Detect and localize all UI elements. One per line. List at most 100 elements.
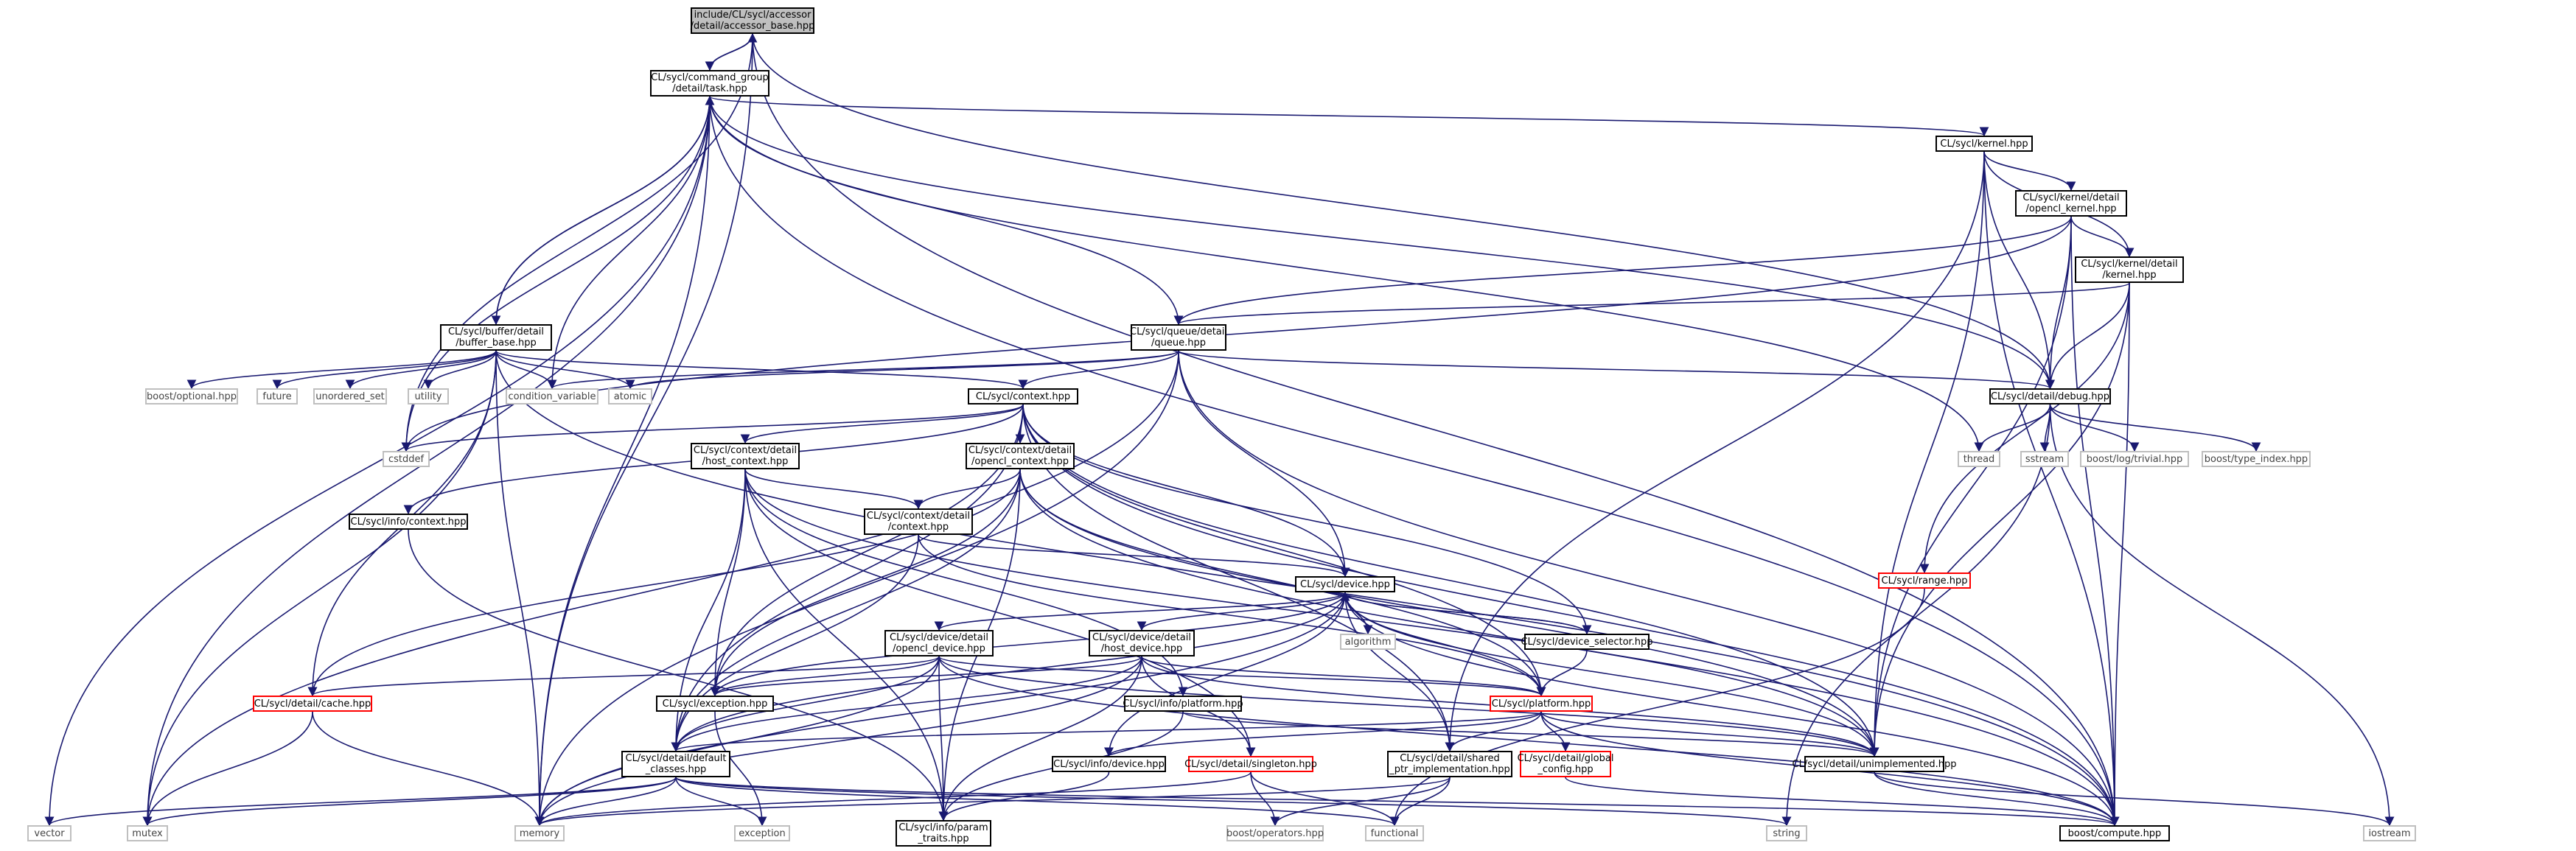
edge-opencl_context-to-cache xyxy=(307,469,1021,697)
edge-host_device-to-platform xyxy=(1141,656,1546,697)
node-info-device[interactable]: CL/sycl/info/device.hpp xyxy=(1052,756,1166,772)
edge-host_context-to-param_traits xyxy=(744,469,949,822)
node-mutex[interactable]: mutex xyxy=(127,825,168,841)
node-boost-operators[interactable]: boost/operators.hpp xyxy=(1226,825,1324,841)
node-iostream[interactable]: iostream xyxy=(2363,825,2416,841)
edge-exception-to-exception_std xyxy=(714,711,767,827)
edge-device_selector-to-platform xyxy=(1536,649,1588,697)
edge-device_selector-to-device xyxy=(1340,591,1588,634)
edge-context_detail-to-default_classes xyxy=(671,534,919,752)
edge-opencl_context-to-exception xyxy=(710,469,1021,697)
edge-task-to-accessor_base xyxy=(709,32,758,71)
edge-debug-to-iostream xyxy=(2049,404,2395,827)
node-kernel[interactable]: CL/sycl/kernel.hpp xyxy=(1936,136,2033,152)
node-opencl-device[interactable]: CL/sycl/device/detail /opencl_device.hpp xyxy=(884,630,994,656)
node-queue[interactable]: CL/sycl/queue/detail /queue.hpp xyxy=(1130,324,1227,351)
node-vector[interactable]: vector xyxy=(27,825,71,841)
node-info-platform[interactable]: CL/sycl/info/platform.hpp xyxy=(1123,696,1243,712)
node-platform[interactable]: CL/sycl/platform.hpp xyxy=(1490,696,1593,712)
edge-shared_ptr-to-functional xyxy=(1389,777,1451,827)
edge-unimplemented-to-iostream xyxy=(1874,771,2395,827)
node-boost-type-index[interactable]: boost/type_index.hpp xyxy=(2202,451,2311,467)
node-debug[interactable]: CL/sycl/detail/debug.hpp xyxy=(1989,388,2111,405)
node-unimplemented[interactable]: CL/sycl/detail/unimplemented.hpp xyxy=(1793,756,1956,772)
edge-task-to-condition_variable xyxy=(547,96,711,390)
edge-context-to-cstddef xyxy=(401,404,1024,452)
edge-device-to-exception xyxy=(710,592,1346,697)
node-atomic[interactable]: atomic xyxy=(608,388,652,405)
node-exception[interactable]: CL/sycl/exception.hpp xyxy=(656,696,774,712)
edge-host_device-to-exception xyxy=(710,656,1142,697)
node-task[interactable]: CL/sycl/command_group /detail/task.hpp xyxy=(650,70,769,97)
node-singleton[interactable]: CL/sycl/detail/singleton.hpp xyxy=(1184,756,1317,772)
node-boost-optional[interactable]: boost/optional.hpp xyxy=(145,388,238,405)
node-buffer-base[interactable]: CL/sycl/buffer/detail /buffer_base.hpp xyxy=(440,324,552,351)
node-range[interactable]: CL/sycl/range.hpp xyxy=(1878,572,1971,589)
node-condition-variable[interactable]: condition_variable xyxy=(506,388,598,405)
node-default-classes[interactable]: CL/sycl/detail/default _classes.hpp xyxy=(621,751,730,777)
edge-queue-to-debug xyxy=(1178,350,2055,390)
edge-debug-to-string xyxy=(1781,404,2051,827)
edge-task-to-kernel xyxy=(709,96,1989,137)
node-cstddef[interactable]: cstddef xyxy=(383,451,430,467)
edge-debug-to-thread xyxy=(1974,404,2051,452)
node-future[interactable]: future xyxy=(256,388,298,405)
node-string[interactable]: string xyxy=(1766,825,1807,841)
node-utility[interactable]: utility xyxy=(408,388,449,405)
node-param-traits[interactable]: CL/sycl/info/param _traits.hpp xyxy=(896,820,991,847)
edge-singleton-to-functional xyxy=(1250,771,1400,827)
edge-task-to-thread xyxy=(709,96,1984,452)
node-memory[interactable]: memory xyxy=(514,825,565,841)
node-sstream[interactable]: sstream xyxy=(2020,451,2069,467)
edge-platform-to-default_classes xyxy=(671,711,1542,752)
edge-default_classes-to-mutex xyxy=(142,777,677,827)
node-host-device[interactable]: CL/sycl/device/detail /host_device.hpp xyxy=(1089,630,1195,656)
node-opencl-context[interactable]: CL/sycl/context/detail /opencl_context.h… xyxy=(966,443,1075,469)
edge-kernel-to-shared_ptr xyxy=(1445,151,1985,752)
edge-host_device-to-param_traits xyxy=(938,656,1142,822)
node-global-config[interactable]: CL/sycl/detail/global _config.hpp xyxy=(1518,751,1613,777)
node-cache[interactable]: CL/sycl/detail/cache.hpp xyxy=(253,696,372,712)
edge-info_platform-to-unimplemented xyxy=(1182,711,1879,757)
node-context-detail[interactable]: CL/sycl/context/detail /context.hpp xyxy=(864,508,973,535)
node-device-selector[interactable]: CL/sycl/device_selector.hpp xyxy=(1521,634,1653,650)
node-thread[interactable]: thread xyxy=(1958,451,2000,467)
edge-opencl_device-to-memory xyxy=(534,656,940,827)
edge-opencl_device-to-boost_compute xyxy=(938,656,2120,827)
node-device[interactable]: CL/sycl/device.hpp xyxy=(1295,576,1395,592)
edge-queue-to-device xyxy=(1178,350,1350,578)
node-kernel-detail[interactable]: CL/sycl/kernel/detail /kernel.hpp xyxy=(2075,256,2184,283)
edge-context-to-shared_ptr xyxy=(1022,404,1455,752)
node-info-context[interactable]: CL/sycl/info/context.hpp xyxy=(349,514,468,530)
edge-opencl_device-to-platform xyxy=(938,656,1546,697)
node-host-context[interactable]: CL/sycl/context/detail /host_context.hpp xyxy=(691,443,800,469)
node-opencl-kernel[interactable]: CL/sycl/kernel/detail /opencl_kernel.hpp xyxy=(2015,190,2127,217)
node-exception-std[interactable]: exception xyxy=(734,825,790,841)
edge-opencl_context-to-platform xyxy=(1019,469,1546,697)
edge-debug-to-boost_type_index xyxy=(2049,404,2261,452)
edge-device-to-info_device xyxy=(1104,592,1346,757)
edge-accessor_base-to-debug xyxy=(752,33,2055,390)
edge-host_context-to-unimplemented xyxy=(744,469,1879,757)
node-unordered-set[interactable]: unordered_set xyxy=(313,388,387,405)
edge-opencl_context-to-context_detail xyxy=(913,469,1021,510)
edge-buffer_base-to-context xyxy=(495,350,1028,390)
edge-shared_ptr-to-boost_operators xyxy=(1270,777,1451,827)
edge-kernel-to-boost_compute xyxy=(1983,151,2120,827)
edge-device-to-opencl_device xyxy=(934,592,1346,631)
edge-context-to-host_context xyxy=(740,404,1024,444)
node-algorithm[interactable]: algorithm xyxy=(1340,634,1396,650)
edge-opencl_context-to-unimplemented xyxy=(1019,469,1879,757)
node-accessor-base[interactable]: include/CL/sycl/accessor /detail/accesso… xyxy=(691,7,814,34)
edge-task-to-boost_compute xyxy=(709,96,2120,827)
edge-opencl_kernel-to-cstddef xyxy=(401,216,2072,452)
edge-queue-to-context xyxy=(1018,350,1179,390)
node-context[interactable]: CL/sycl/context.hpp xyxy=(968,388,1078,405)
edge-buffer_base-to-mutex xyxy=(142,350,497,827)
node-functional[interactable]: functional xyxy=(1365,825,1424,841)
node-boost-log[interactable]: boost/log/trivial.hpp xyxy=(2080,451,2189,467)
node-boost-compute[interactable]: boost/compute.hpp xyxy=(2059,825,2170,841)
node-shared-ptr[interactable]: CL/sycl/detail/shared _ptr_implementatio… xyxy=(1387,751,1512,777)
edge-opencl_kernel-to-kernel_detail xyxy=(2070,216,2135,258)
